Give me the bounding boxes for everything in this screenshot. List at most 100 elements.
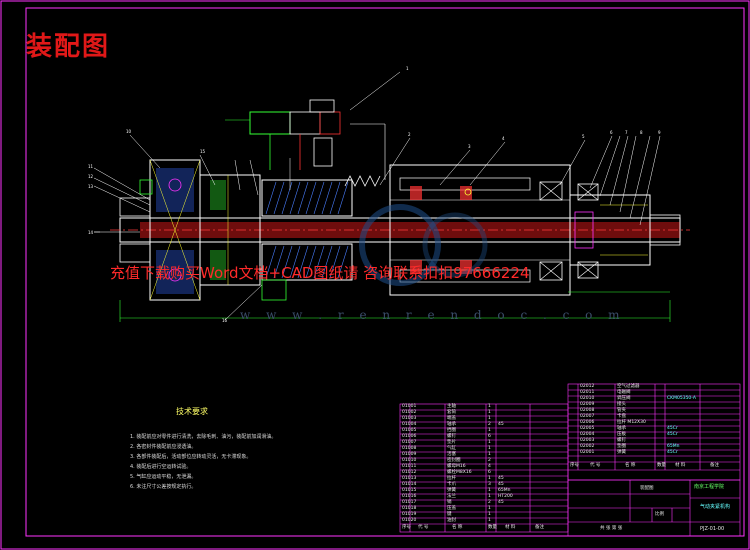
right-table-header-cell: 序号 (570, 463, 579, 468)
right-table-cell: 电磁阀 (617, 390, 631, 395)
balloon: 6 (610, 130, 613, 135)
left-table-cell: 01010 (402, 458, 417, 463)
left-table-cell: 01009 (402, 452, 417, 457)
balloon: 16 (222, 318, 228, 323)
balloon: 14 (88, 230, 94, 235)
left-table-footer-cell: 序号 (402, 525, 411, 530)
left-table-cell: 01008 (402, 446, 417, 451)
title-block (567, 479, 741, 537)
inner-frame (25, 7, 745, 537)
left-table-cell: 弹簧 (447, 488, 456, 493)
right-table-header-cell: 备注 (710, 463, 719, 468)
sheet-title: 装配图 (26, 32, 111, 62)
part-balloons: 1 2 3 4 5 6 7 8 9 10 11 12 13 14 15 16 (88, 66, 661, 323)
left-table-cell: 活塞 (447, 452, 456, 457)
left-table-cell: 1 (488, 446, 491, 451)
balloon: 2 (408, 132, 411, 137)
left-parts-table (399, 403, 569, 533)
balloon: 4 (502, 136, 505, 141)
left-table-cell: 1 (488, 410, 491, 415)
left-table-cell: 拉杆 (447, 476, 456, 481)
right-table-cell: 拉杆 M12X30 (617, 420, 646, 425)
title-label-sheet: 共 张 第 张 (600, 526, 623, 531)
left-table-cell: 01006 (402, 434, 417, 439)
left-table-cell: 3 (488, 482, 491, 487)
site-watermark: w w w . r e n r e n d o c . c o m (240, 308, 626, 322)
title-school: 南京工程学院 (694, 484, 725, 490)
right-table-cell: 垫圈 (617, 444, 626, 449)
left-table-cell: 法兰 (447, 494, 456, 499)
left-table-cell: 2 (488, 422, 491, 427)
right-table-cell: 45Cr (667, 426, 678, 431)
watermark-text: 充值下载购买Word文档+CAD图纸请 咨询联系扣扣97666224 (110, 264, 530, 282)
left-table-cell: 螺钉 (447, 434, 456, 439)
left-table-cell: 1 (488, 404, 491, 409)
left-table-cell: 1 (488, 476, 491, 481)
left-table-cell: 1 (488, 512, 491, 517)
right-parts-table (567, 383, 741, 481)
right-table-cell: 02012 (580, 384, 595, 389)
right-table-cell: CKM05350-A (667, 396, 696, 401)
left-table-footer-cell: 名 称 (452, 525, 463, 530)
balloon: 10 (126, 129, 132, 134)
right-table-cell: 02010 (580, 396, 595, 401)
left-table-cell: 01001 (402, 404, 417, 409)
right-table-cell: 02001 (580, 450, 595, 455)
left-table-cell: 45 (498, 500, 504, 505)
left-table-cell: 01019 (402, 512, 417, 517)
left-table-cell: 1 (488, 452, 491, 457)
left-table-cell: 套筒 (447, 410, 456, 415)
watermark-logo (359, 204, 441, 286)
left-table-cell: 销 (447, 500, 452, 505)
right-table-cell: 45Cr (667, 450, 678, 455)
left-table-cell: 密封圈 (447, 458, 461, 463)
left-table-cell: 45 (498, 422, 504, 427)
left-table-cell: 01013 (402, 476, 417, 481)
right-table-cell: 管夹 (617, 408, 626, 413)
balloon: 12 (88, 174, 94, 179)
balloon: 8 (640, 130, 643, 135)
left-table-cell: 45 (498, 482, 504, 487)
right-table-cell: 压板 (617, 432, 626, 437)
left-table-cell: 1 (488, 416, 491, 421)
right-table-cell: 65Mn (667, 444, 680, 449)
left-table-footer-cell: 代 号 (418, 525, 429, 530)
left-table-cell: 6 (488, 434, 491, 439)
right-table-cell: 02008 (580, 408, 595, 413)
left-table-cell: 轴承 (447, 422, 456, 427)
left-table-cell: 65Mn (498, 488, 511, 493)
left-table-cell: 01014 (402, 482, 417, 487)
right-table-cell: 02002 (580, 444, 595, 449)
left-table-cell: 2 (488, 500, 491, 505)
left-table-cell: 01015 (402, 488, 417, 493)
left-table-cell: 01003 (402, 416, 417, 421)
left-table-cell: 主轴 (447, 404, 456, 409)
tech-requirements-list: 1. 装配前应对零件进行清洗，去除毛刺、油污，装配前加润滑油。 2. 各密封件装… (130, 432, 276, 492)
right-table-cell: 弹簧 (617, 450, 626, 455)
balloon: 9 (658, 130, 661, 135)
tech-requirement: 1. 装配前应对零件进行清洗，去除毛刺、油污，装配前加润滑油。 (130, 434, 277, 440)
left-table-cell: 1 (488, 518, 491, 523)
left-table-cell: 挡圈 (447, 428, 456, 433)
left-table-cell: 01011 (402, 464, 417, 469)
left-table-cell: 01020 (402, 518, 417, 523)
right-table-cell: 02009 (580, 402, 595, 407)
right-table-header-cell: 名 称 (625, 463, 636, 468)
left-table-footer-cell: 数量 (488, 525, 497, 530)
left-table-cell: 01004 (402, 422, 417, 427)
right-table-header-cell: 材 料 (675, 463, 686, 468)
right-table-header-cell: 数量 (657, 463, 666, 468)
right-table-cell: 02011 (580, 390, 595, 395)
right-table-cell: 02004 (580, 432, 595, 437)
left-table-cell: 卡爪 (447, 482, 456, 487)
left-table-cell: 01017 (402, 500, 417, 505)
left-table-cell: 45 (498, 476, 504, 481)
tech-requirement: 2. 各密封件装配前应浸透油。 (130, 444, 197, 450)
balloon: 1 (406, 66, 409, 71)
right-table-cell: 空气过滤器 (617, 384, 640, 389)
right-table-cell: 02007 (580, 414, 595, 419)
left-table-cell: 键 (447, 512, 452, 517)
tech-requirement: 3. 各部件装配后，活动部位应转动灵活，无卡滞现象。 (130, 454, 252, 460)
